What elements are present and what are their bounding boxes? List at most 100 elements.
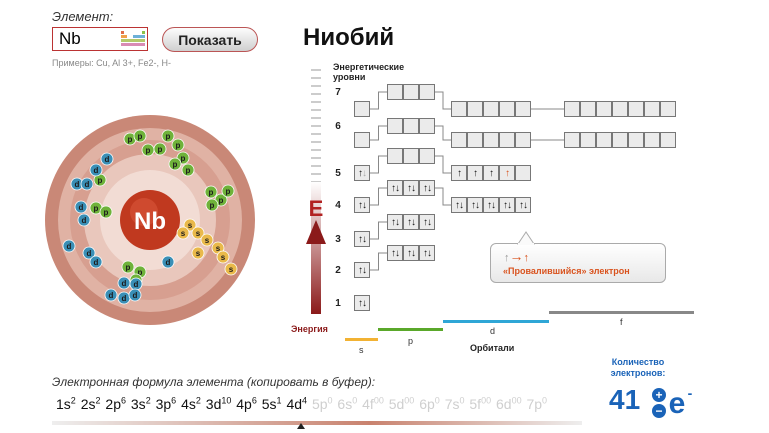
nucleus-symbol: Nb <box>134 208 166 235</box>
formula-term: 4p6 <box>236 395 257 412</box>
orbital-box-6p <box>387 118 403 134</box>
electron-label: p <box>173 160 178 169</box>
electron-d <box>89 163 103 177</box>
energy-arrowhead <box>306 220 326 244</box>
orbital-box-4f <box>564 132 580 148</box>
electron-p <box>161 129 175 143</box>
electron-label: p <box>94 204 99 213</box>
orbital-box-3p: ↑↓ <box>419 214 435 230</box>
level-connector <box>435 91 451 110</box>
electron-s <box>183 218 197 232</box>
formula-term: 4s2 <box>181 395 201 412</box>
electron-label: d <box>82 216 87 225</box>
orbital-box-5f <box>580 101 596 117</box>
svg-text:-: - <box>688 386 693 401</box>
orbital-box-6d <box>467 101 483 117</box>
orbital-box-5d <box>483 132 499 148</box>
orbital-box-2p: ↑↓ <box>403 245 419 261</box>
electron-d <box>104 288 118 302</box>
orbital-box-7p <box>419 84 435 100</box>
electron-p <box>168 157 182 171</box>
formula-term: 3d10 <box>205 395 232 412</box>
formula-term: 6s0 <box>337 395 358 412</box>
formula-term: 6p0 <box>419 395 440 412</box>
level-connector <box>370 155 387 174</box>
orbital-box-3d: ↑↓ <box>451 197 467 213</box>
electron-stepper[interactable]: + − e - <box>651 386 695 420</box>
orbital-box-4d: ↑ <box>467 165 483 181</box>
formula-term: 2p6 <box>105 395 126 412</box>
level-number: 2 <box>335 265 341 276</box>
orbital-box-7p <box>387 84 403 100</box>
level-number: 4 <box>335 200 341 211</box>
formula-term: 5d00 <box>388 395 415 412</box>
electron-label: s <box>221 253 226 262</box>
electron-d <box>89 255 103 269</box>
orbital-box-3p: ↑↓ <box>387 214 403 230</box>
orbital-box-2s: ↑↓ <box>354 262 370 278</box>
atom-model: Nb sssssssspppppppppppppppppppdddddddddd… <box>45 115 255 325</box>
formula-term: 3p6 <box>155 395 177 412</box>
electron-slider-track[interactable] <box>52 421 582 425</box>
electron-label: s <box>196 229 201 238</box>
formula-term: 5s1 <box>261 395 282 412</box>
orbital-box-2p: ↑↓ <box>419 245 435 261</box>
orbital-box-4p: ↑↓ <box>419 180 435 196</box>
electron-formula[interactable]: 1s2 2s2 2p6 3s2 3p6 4s2 3d10 4p6 5s1 4d4… <box>56 395 548 412</box>
level-connector <box>435 125 451 141</box>
electron-p <box>221 184 235 198</box>
electron-s <box>200 233 214 247</box>
electron-label: p <box>158 145 163 154</box>
orbital-box-5f <box>564 101 580 117</box>
orbital-box-2p: ↑↓ <box>387 245 403 261</box>
electron-d <box>161 255 175 269</box>
orbital-s-label: s <box>359 345 364 355</box>
orbital-box-4d: ↑ <box>483 165 499 181</box>
periodic-table-icon[interactable] <box>121 31 145 47</box>
orbital-box-4s: ↑↓ <box>354 197 370 213</box>
energy-axis: E <box>306 69 326 314</box>
electron-slider-thumb[interactable] <box>297 423 306 429</box>
orbital-p-line <box>378 328 443 331</box>
orbital-box-7p <box>403 84 419 100</box>
electron-label: p <box>210 201 215 210</box>
electron-p <box>153 142 167 156</box>
orbital-box-5d <box>467 132 483 148</box>
electron-label: d <box>75 180 80 189</box>
orbital-box-5f <box>596 101 612 117</box>
level-number: 5 <box>335 168 341 179</box>
level-connector <box>370 252 387 271</box>
electron-label: d <box>109 291 114 300</box>
orbital-box-6d <box>451 101 467 117</box>
show-button[interactable]: Показать <box>162 27 258 52</box>
electron-s <box>224 262 238 276</box>
electron-d <box>128 288 142 302</box>
formula-term: 7p0 <box>526 395 548 412</box>
orbital-box-5f <box>612 101 628 117</box>
electron-label: d <box>85 180 90 189</box>
formula-term: 4f00 <box>362 395 384 412</box>
electron-label: s <box>188 221 193 230</box>
orbitals-label: Орбитали <box>470 343 515 353</box>
electron-label: d <box>67 242 72 251</box>
electron-d <box>82 246 96 260</box>
electron-label: s <box>205 236 210 245</box>
level-connector <box>435 187 451 206</box>
electron-label: p <box>138 268 143 277</box>
electron-label: d <box>122 279 127 288</box>
orbital-box-3s: ↑↓ <box>354 231 370 247</box>
electron-d <box>100 152 114 166</box>
electron-label: p <box>104 208 109 217</box>
svg-text:−: − <box>655 404 662 418</box>
energy-label: Энергия <box>291 324 328 334</box>
orbital-box-4f <box>580 132 596 148</box>
electron-label: p <box>126 263 131 272</box>
orbital-box-6d <box>483 101 499 117</box>
svg-text:+: + <box>655 388 662 402</box>
formula-term: 4d4 <box>286 395 308 412</box>
orbital-box-4d: ↑ <box>499 165 515 181</box>
electron-label: p <box>219 196 224 205</box>
orbital-box-4f <box>596 132 612 148</box>
electron-label: s <box>196 249 201 258</box>
orbital-box-4p: ↑↓ <box>387 180 403 196</box>
